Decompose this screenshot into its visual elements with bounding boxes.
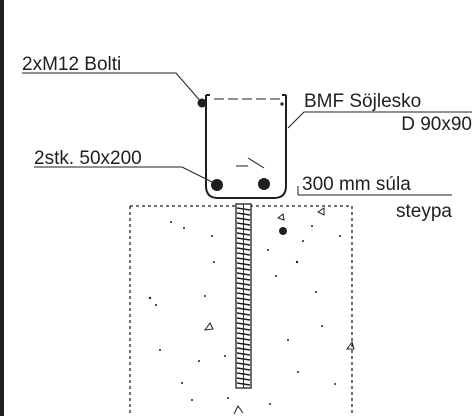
rebar-rib xyxy=(236,317,251,321)
rebar-rib xyxy=(236,347,251,351)
leader-bracket xyxy=(287,111,472,129)
label-column-line2: steypa xyxy=(396,201,452,222)
rebar-rib xyxy=(236,257,251,261)
bolt-bottom-left xyxy=(211,179,223,191)
label-bracket-line1: BMF Söjlesko xyxy=(304,91,421,112)
rebar-rib xyxy=(236,237,251,241)
post-bracket xyxy=(205,94,287,199)
concrete-aggregate xyxy=(148,221,341,405)
bracket-inner-diagonal xyxy=(247,157,265,169)
rebar-rib xyxy=(236,222,251,226)
bolt-bottom-right xyxy=(258,178,270,190)
rebar-rib xyxy=(236,217,251,221)
leader-bolts xyxy=(22,72,203,104)
concrete-triangles xyxy=(203,207,355,415)
rebar-rib xyxy=(236,307,251,311)
rebar-rib xyxy=(236,382,251,386)
label-bolts: 2xM12 Bolti xyxy=(22,54,121,75)
rebar-rib xyxy=(236,242,251,246)
bracket-small-mark xyxy=(280,102,284,106)
rebar-rib xyxy=(236,357,251,361)
rebar-rib xyxy=(236,227,251,231)
rebar-rib xyxy=(236,272,251,276)
rebar-rib xyxy=(236,367,251,371)
label-posts: 2stk. 50x200 xyxy=(34,148,142,169)
rebar-rib xyxy=(236,207,251,211)
concrete-dot xyxy=(279,227,287,235)
rebar-rib xyxy=(236,262,251,266)
rebar-rib xyxy=(236,252,251,256)
rebar-rib xyxy=(236,247,251,251)
label-column-line1: 300 mm súla xyxy=(302,174,411,195)
rebar-rib xyxy=(236,327,251,331)
rebar-rib xyxy=(236,302,251,306)
rebar-rib xyxy=(236,292,251,296)
rebar-rib xyxy=(236,267,251,271)
rebar-rib xyxy=(236,312,251,316)
bracket-outline xyxy=(205,95,287,199)
rebar-rib xyxy=(236,342,251,346)
rebar-rib xyxy=(236,212,251,216)
rebar-rib xyxy=(236,352,251,356)
rebar-ribs xyxy=(236,207,251,386)
rebar-rib xyxy=(236,377,251,381)
rebar-rib xyxy=(236,372,251,376)
rebar-rib xyxy=(236,282,251,286)
threaded-rebar xyxy=(235,203,252,389)
concrete-column xyxy=(129,205,355,416)
rebar-rib xyxy=(236,297,251,301)
label-bracket-line2: D 90x90 xyxy=(401,114,472,135)
rebar-rib xyxy=(236,277,251,281)
rebar-rib xyxy=(236,232,251,236)
rebar-rib xyxy=(236,337,251,341)
rebar-rib xyxy=(236,332,251,336)
leader-posts xyxy=(34,166,213,183)
rebar-rib xyxy=(236,322,251,326)
rebar-rib xyxy=(236,362,251,366)
rebar-rib xyxy=(236,287,251,291)
